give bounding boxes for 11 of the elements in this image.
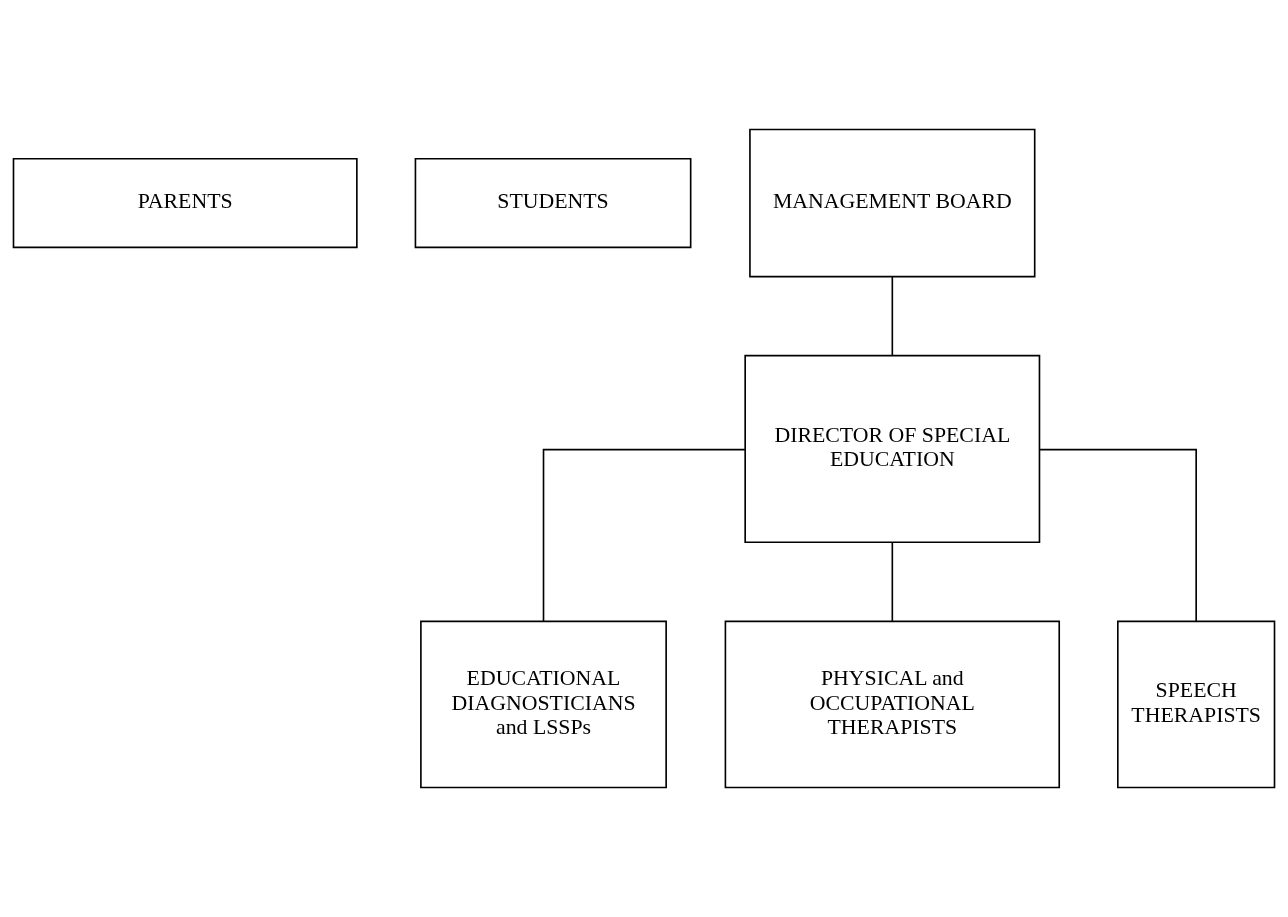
node-box: STUDENTS — [414, 157, 692, 249]
node-box: EDUCATIONAL DIAGNOSTICIANS and LSSPs — [420, 620, 667, 789]
connector — [891, 541, 894, 622]
node-box: PHYSICAL and OCCUPATIONAL THERAPISTS — [724, 620, 1061, 789]
connector — [542, 448, 746, 622]
node-box: DIRECTOR OF SPECIAL EDUCATION — [744, 354, 1041, 544]
node-box: SPEECH THERAPISTS — [1117, 620, 1276, 789]
connector — [891, 276, 894, 357]
connector — [1038, 448, 1197, 622]
node-box: PARENTS — [12, 157, 358, 249]
node-box: MANAGEMENT BOARD — [749, 128, 1036, 278]
